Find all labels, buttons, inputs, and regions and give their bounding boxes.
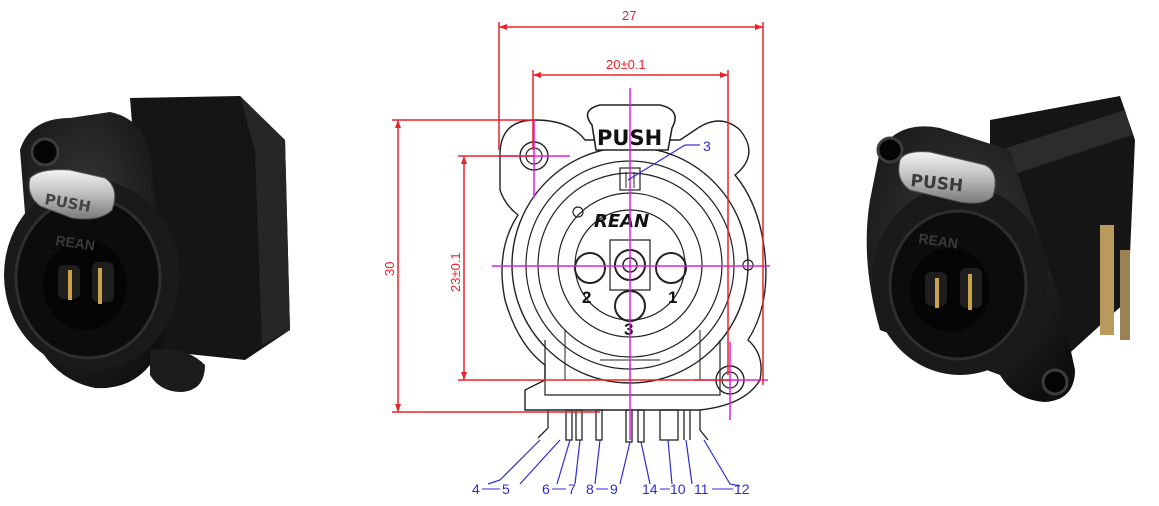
pins-legs: [537, 409, 709, 443]
callout-bottom-8: 8: [586, 481, 594, 497]
push-latch-drawing: [586, 104, 676, 151]
callout-leaders: [487, 144, 741, 487]
flange-outline: [499, 119, 767, 411]
technical-drawing: REAN 2 1 3 PUSH: [382, 8, 770, 497]
dim-overall-width: 27: [622, 8, 636, 23]
dim-hole-spacing-width: 20±0.1: [606, 57, 646, 72]
pin-label-2: 2: [582, 288, 591, 307]
callout-bottom-11: 11: [694, 481, 709, 497]
pin-label-3: 3: [624, 320, 633, 339]
brand-logo-drawing: REAN: [594, 211, 649, 232]
dim-hole-spacing-height: 23±0.1: [448, 252, 463, 292]
callout-bottom-14: 14: [642, 481, 658, 497]
callout-bottom-5: 5: [502, 481, 510, 497]
connector-photo-right: REAN PUSH: [866, 96, 1135, 402]
brand-logo-right: REAN: [918, 230, 960, 251]
pin-label-1: 1: [668, 288, 677, 307]
connector-photo-left: REAN PUSH: [4, 96, 290, 392]
dimension-arrows: [395, 24, 763, 412]
brand-logo-left: REAN: [55, 232, 97, 253]
callout-bottom-6: 6: [542, 481, 550, 497]
dim-overall-height: 30: [382, 262, 397, 276]
callout-bottom-12: 12: [734, 481, 750, 497]
callout-bottom-9: 9: [610, 481, 618, 497]
callout-bottom-10: 10: [670, 481, 686, 497]
callout-bottom-4: 4: [472, 481, 480, 497]
callout-3: 3: [703, 138, 711, 154]
centerlines: [492, 88, 770, 440]
callout-bottom-7: 7: [568, 481, 576, 497]
dimension-lines: [392, 22, 764, 413]
